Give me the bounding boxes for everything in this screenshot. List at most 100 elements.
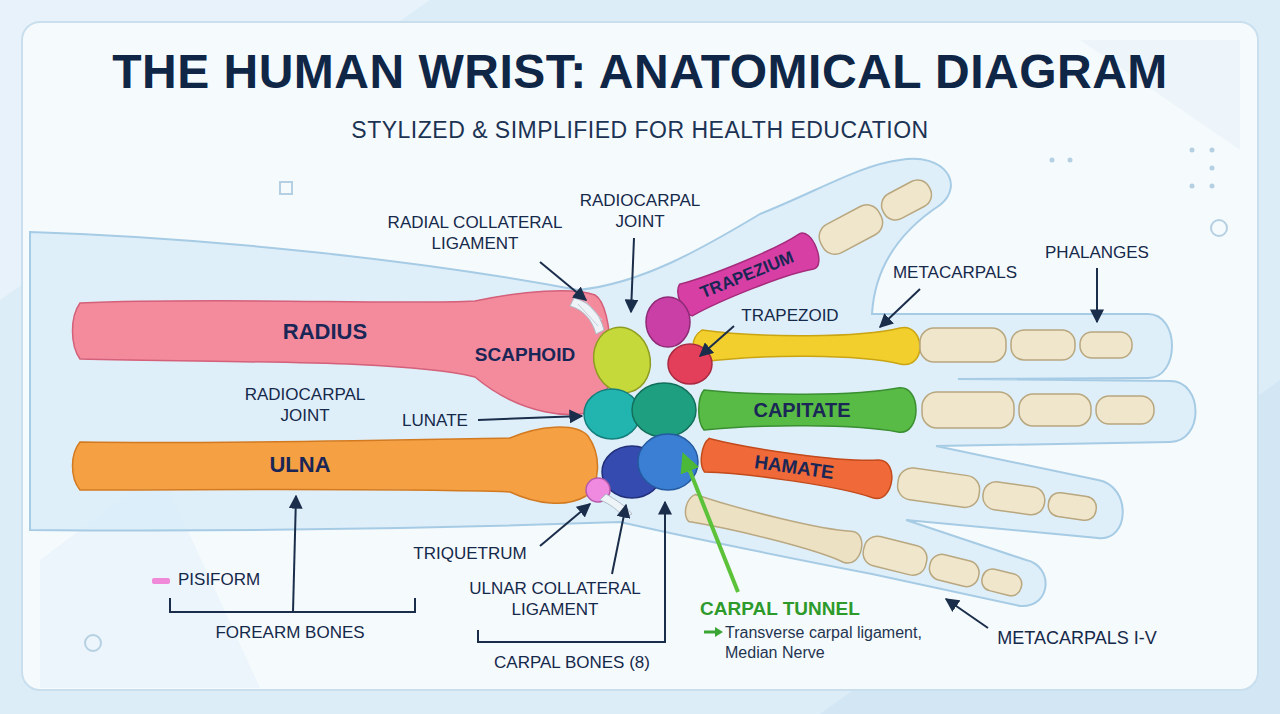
label-slot: METACARPALS: [875, 262, 1035, 283]
phalanx-bone: [1096, 396, 1154, 424]
phalanx-bone: [1019, 394, 1091, 426]
hamate-bone: [638, 434, 698, 490]
deco-dot: [1210, 184, 1215, 189]
label-slot: FOREARM BONES: [190, 622, 390, 643]
label-slot: ULNAR COLLATERAL LIGAMENT: [445, 578, 665, 621]
bullet-arrow-head: [715, 627, 723, 637]
bone-label: CAPITATE: [753, 398, 850, 422]
part-label: RADIOCARPAL JOINT: [565, 190, 715, 233]
trapezium-bone: [646, 297, 690, 347]
deco-dot: [1050, 158, 1055, 163]
phalanx-bone: [814, 200, 887, 259]
bone-label: SCAPHOID: [475, 344, 575, 367]
bone-label: ULNA: [269, 452, 330, 478]
phalanx-bone: [981, 480, 1046, 516]
label-slot: METACARPALS I-V: [972, 627, 1182, 650]
part-label: RADIAL COLLATERAL LIGAMENT: [365, 212, 585, 255]
pisiform-bone: [586, 478, 610, 502]
deco-dot: [1068, 158, 1073, 163]
phalanx-bone: [860, 533, 929, 578]
legend-swatch: [152, 578, 170, 584]
phalanx-bone: [980, 567, 1024, 598]
leader-arrow: [478, 416, 582, 420]
leader-arrow: [540, 504, 590, 546]
part-label: TRIQUETRUM: [413, 543, 526, 564]
scaphoid-bone: [586, 321, 657, 399]
leader-arrow: [946, 599, 988, 628]
leader-arrow: [293, 496, 296, 612]
carpal-tunnel-arrow: [684, 456, 738, 592]
group-bracket: [170, 598, 415, 612]
label-slot: CARPAL BONES (8): [472, 652, 672, 673]
leader-arrow: [540, 262, 586, 300]
bone-label-slot: SCAPHOID: [465, 344, 585, 367]
bone-node: HAMATE: [698, 432, 898, 505]
leader-arrow: [700, 326, 734, 356]
label-slot: PHALANGES: [1017, 242, 1177, 263]
phalanx-bone: [1047, 491, 1098, 521]
phalanx-bone: [1011, 330, 1075, 360]
phalanx-bone: [927, 552, 982, 589]
group-bracket: [478, 502, 665, 642]
leader-arrow: [880, 289, 920, 327]
bullet-arrow: [704, 631, 716, 634]
bone-label-slot: ULNA: [200, 452, 400, 478]
phalanx-bone: [896, 466, 982, 509]
label-slot: Transverse carpal ligament, Median Nerve: [725, 623, 960, 663]
capitate-bone: [632, 383, 696, 437]
radial-ligament: [570, 298, 604, 334]
leader-arrow: [631, 238, 634, 312]
legend-label: PISIFORM: [178, 569, 260, 590]
bone-fill: [699, 388, 916, 432]
callout-heading: CARPAL TUNNEL: [700, 597, 860, 621]
lunate-bone: [584, 389, 640, 439]
bone-node: ULNA: [70, 422, 600, 507]
leader-arrow: [1096, 268, 1098, 322]
callout-note: Transverse carpal ligament, Median Nerve: [725, 623, 960, 663]
title: THE HUMAN WRIST: ANATOMICAL DIAGRAM: [112, 44, 1168, 99]
bone-label-slot: CAPITATE: [717, 398, 887, 422]
deco-circle: [1211, 220, 1227, 236]
phalanx-bone: [1080, 332, 1132, 358]
metacarpal-bone: [693, 327, 920, 364]
arm-outline: [30, 159, 1196, 606]
label-slot: STYLIZED & SIMPLIFIED FOR HEALTH EDUCATI…: [140, 116, 1140, 145]
deco-dot: [1210, 148, 1215, 153]
label-slot: RADIOCARPAL JOINT: [230, 384, 380, 427]
trapezoid-bone: [668, 344, 712, 384]
label-slot: RADIOCARPAL JOINT: [565, 190, 715, 233]
bone-fill: [73, 427, 598, 503]
part-label: METACARPALS I-V: [997, 627, 1156, 650]
triquetrum-bone: [602, 446, 662, 498]
label-slot: TRAPEZOID: [720, 305, 860, 326]
part-label: PHALANGES: [1045, 242, 1149, 263]
bone-outline: [70, 422, 600, 507]
card-panel: [22, 22, 1258, 690]
bone-fill: [699, 435, 894, 500]
background-facet: [40, 470, 260, 688]
deco-dot: [1190, 184, 1195, 189]
deco-dot: [1210, 166, 1215, 171]
bone-label-slot: HAMATE: [718, 446, 870, 489]
ulnar-ligament: [600, 494, 632, 518]
deco-square: [280, 182, 292, 194]
bone-label-slot: RADIUS: [215, 319, 435, 345]
bone-label: RADIUS: [283, 319, 367, 345]
label-slot: CARPAL TUNNEL: [700, 597, 920, 621]
part-label: CARPAL BONES (8): [494, 652, 650, 673]
phalanx-bone: [877, 175, 936, 224]
label-slot: TRIQUETRUM: [390, 543, 550, 564]
bone-node: CAPITATE: [698, 384, 920, 436]
subtitle: STYLIZED & SIMPLIFIED FOR HEALTH EDUCATI…: [351, 116, 928, 145]
part-label: FOREARM BONES: [215, 622, 364, 643]
label-slot: RADIAL COLLATERAL LIGAMENT: [365, 212, 585, 255]
metacarpal-bone: [682, 491, 865, 566]
part-label: LUNATE: [402, 410, 468, 431]
phalanx-bone: [920, 328, 1006, 362]
phalanx-bone: [922, 392, 1014, 428]
part-label: RADIOCARPAL JOINT: [230, 384, 380, 427]
label-slot: LUNATE: [385, 410, 485, 431]
legend-row: PISIFORM: [152, 569, 260, 590]
